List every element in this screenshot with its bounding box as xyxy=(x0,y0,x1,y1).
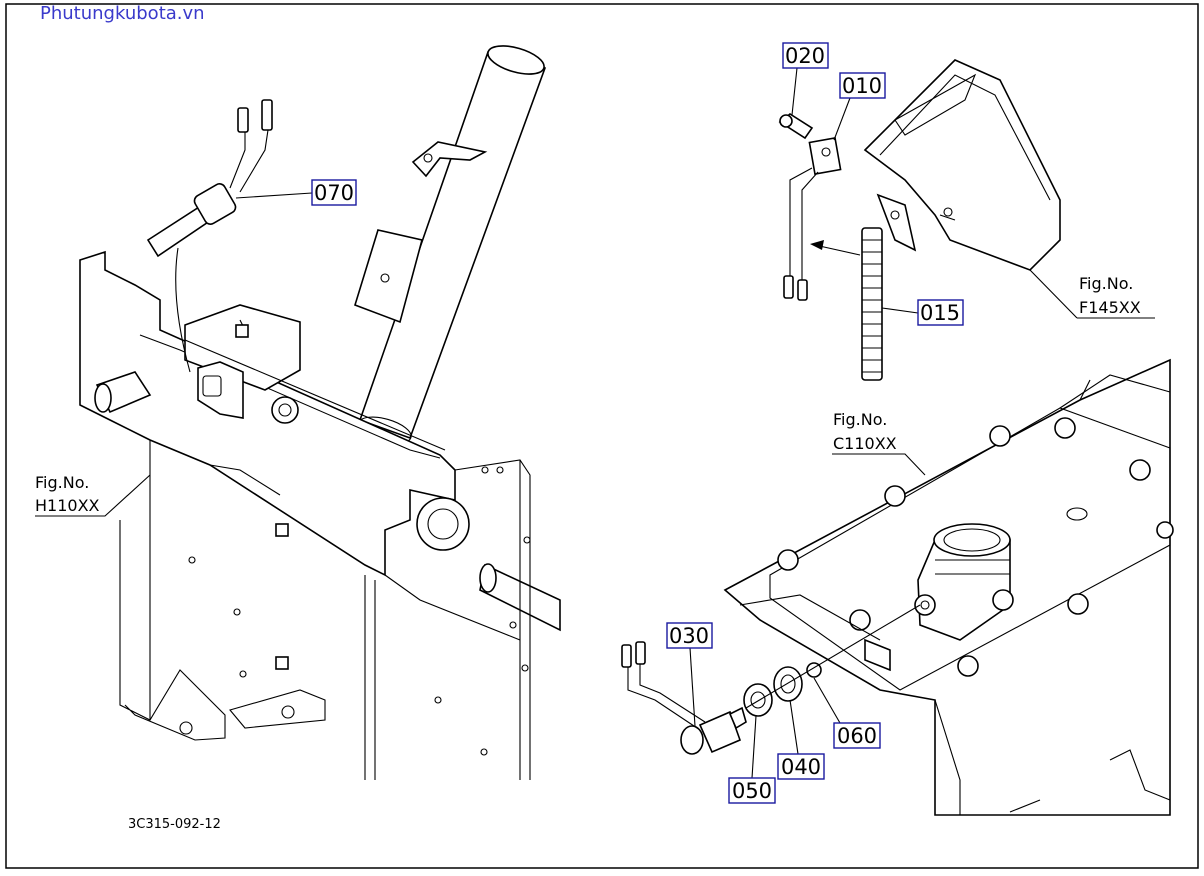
callout-015-label: 015 xyxy=(920,301,960,325)
callout-015: 015 xyxy=(917,299,964,326)
right-transmission-assembly xyxy=(723,358,1174,816)
left-frame-assembly xyxy=(79,45,561,780)
callout-070: 070 xyxy=(311,179,357,206)
callout-040-label: 040 xyxy=(781,755,821,779)
callout-030: 030 xyxy=(666,622,713,649)
callout-010: 010 xyxy=(839,72,886,99)
callout-050: 050 xyxy=(728,777,776,804)
callout-050-label: 050 xyxy=(732,779,772,803)
callout-010-label: 010 xyxy=(842,74,882,98)
callout-020: 020 xyxy=(782,42,829,69)
figref-h110: Fig.No. H110XX xyxy=(35,473,100,515)
callout-040: 040 xyxy=(777,753,825,780)
part-030-switch-group xyxy=(621,604,921,755)
callout-060: 060 xyxy=(833,722,881,749)
part-010-bracket-group xyxy=(778,59,1061,381)
figref-h110-line1: Fig.No. xyxy=(35,473,89,492)
figref-f145-line1: Fig.No. xyxy=(1079,274,1133,293)
figref-f145: Fig.No. F145XX xyxy=(1079,274,1141,317)
figref-c110-line2: C110XX xyxy=(833,434,897,453)
watermark: Phutungkubota.vn xyxy=(40,3,205,24)
part-070-switch xyxy=(146,99,273,258)
callout-060-label: 060 xyxy=(837,724,877,748)
callout-020-label: 020 xyxy=(785,44,825,68)
frame-border xyxy=(5,3,1199,869)
figref-c110-line1: Fig.No. xyxy=(833,410,887,429)
figref-f145-line2: F145XX xyxy=(1079,298,1141,317)
figref-c110: Fig.No. C110XX xyxy=(833,410,897,453)
callout-030-label: 030 xyxy=(669,624,709,648)
drawing-code: 3C315-092-12 xyxy=(128,817,221,832)
callout-070-label: 070 xyxy=(314,181,354,205)
figref-h110-line2: H110XX xyxy=(35,496,100,515)
leader-lines xyxy=(35,67,1155,779)
